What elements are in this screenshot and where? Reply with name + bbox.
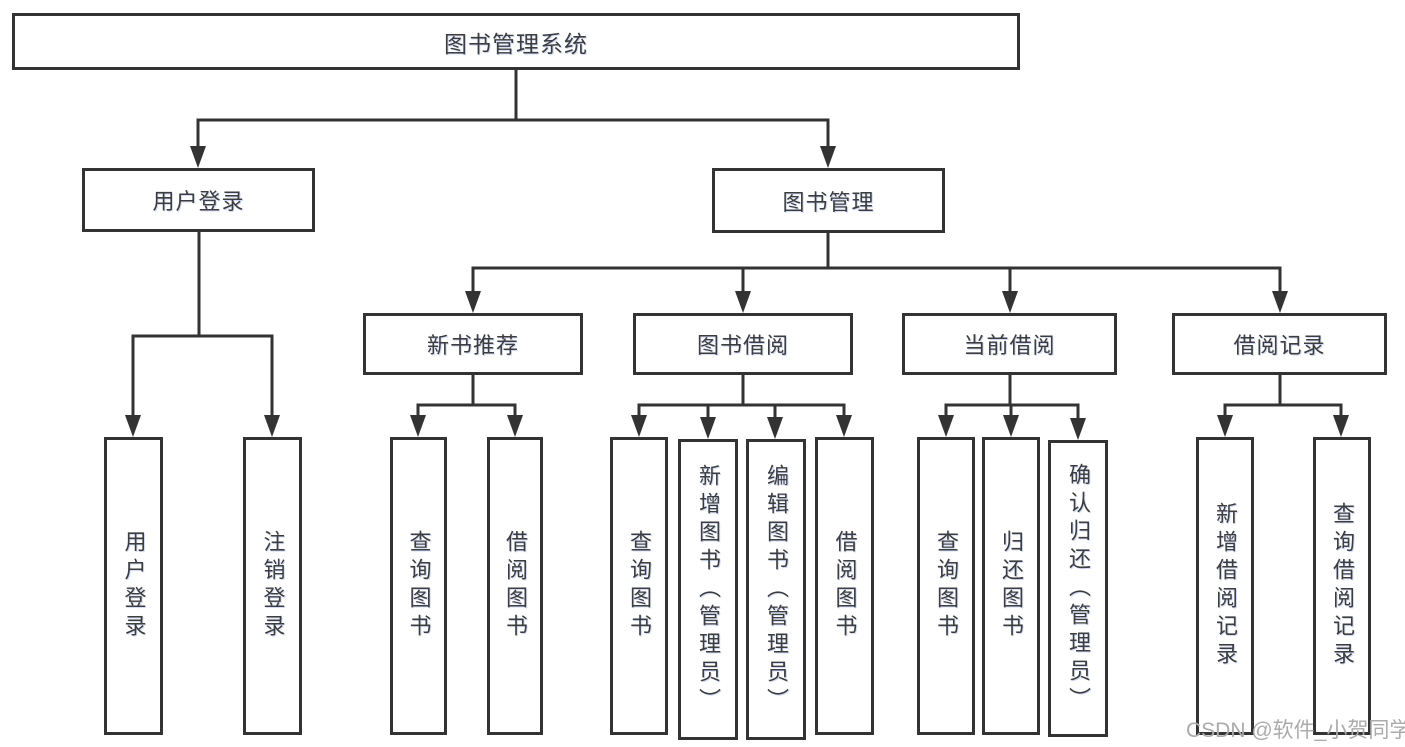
- node-label: 用户登录: [152, 189, 245, 214]
- node-label: 借阅图书: [832, 530, 858, 642]
- node-book-management: 图书管理: [712, 168, 945, 233]
- node-label: 借阅图书: [503, 530, 528, 642]
- node-label: 图书管理: [782, 189, 875, 215]
- leaf-user-login: 用户登录: [104, 437, 163, 735]
- node-book-borrowing: 图书借阅: [633, 313, 853, 375]
- node-label: 新增借阅记录: [1213, 502, 1238, 670]
- leaf-query-book-recommend: 查询图书: [390, 437, 447, 735]
- leaf-add-borrow-record: 新增借阅记录: [1196, 437, 1254, 735]
- node-new-book-recommend: 新书推荐: [363, 313, 583, 375]
- node-label: 当前借阅: [963, 333, 1056, 358]
- leaf-return-book: 归还图书: [982, 437, 1040, 735]
- leaf-confirm-return-admin: 确认归还（管理员）: [1048, 440, 1108, 737]
- node-current-borrowing: 当前借阅: [902, 313, 1117, 375]
- node-user-login: 用户登录: [82, 168, 315, 232]
- node-label: 查询图书: [627, 530, 652, 642]
- node-label: 图书借阅: [696, 333, 789, 358]
- node-label: 注销登录: [260, 530, 286, 642]
- node-label: 编辑图书（管理员）: [764, 463, 789, 716]
- node-label: 用户登录: [121, 530, 147, 642]
- node-label: 新书推荐: [426, 333, 519, 358]
- leaf-edit-book-admin: 编辑图书（管理员）: [746, 439, 806, 740]
- node-label: 新增图书（管理员）: [696, 463, 721, 716]
- leaf-add-book-admin: 新增图书（管理员）: [678, 439, 738, 740]
- leaf-query-borrow-record: 查询借阅记录: [1313, 437, 1371, 735]
- node-label: 查询图书: [406, 530, 432, 642]
- node-label: 归还图书: [999, 530, 1024, 642]
- node-label: 查询图书: [934, 530, 959, 642]
- node-label: 查询借阅记录: [1330, 502, 1355, 670]
- node-library-management-system: 图书管理系统: [12, 13, 1020, 70]
- leaf-query-book-borrow: 查询图书: [610, 437, 668, 735]
- leaf-query-book-current: 查询图书: [917, 437, 975, 735]
- leaf-logout: 注销登录: [243, 437, 302, 735]
- node-label: 图书管理系统: [444, 30, 588, 57]
- leaf-borrow-book: 借阅图书: [815, 437, 874, 735]
- node-borrowing-records: 借阅记录: [1172, 313, 1387, 375]
- node-label: 确认归还（管理员）: [1066, 462, 1091, 715]
- node-label: 借阅记录: [1233, 333, 1326, 358]
- leaf-borrow-book-recommend: 借阅图书: [487, 437, 543, 735]
- csdn-watermark: CSDN @软件_小贺同学: [1186, 719, 1405, 742]
